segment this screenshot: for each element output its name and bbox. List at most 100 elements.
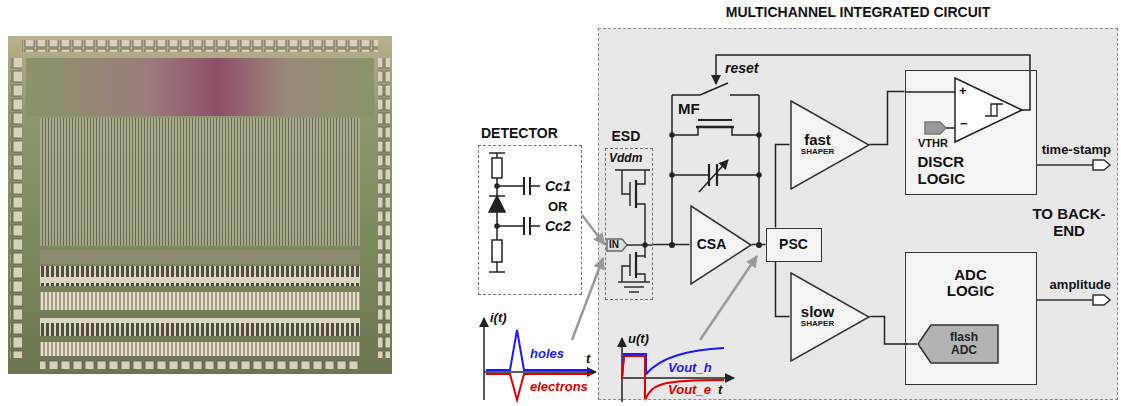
component-name: Cc1: [545, 178, 571, 194]
esd-circuit-part: [643, 243, 647, 247]
component-name: MF: [678, 101, 700, 116]
adc-logic-box: ADC LOGICflash ADC: [905, 252, 1037, 385]
csa-feedback-network-part: [717, 174, 759, 176]
text-holder: slowSHAPER: [790, 272, 870, 362]
tag-shape: [918, 325, 998, 363]
chip-photo-part: [40, 118, 360, 246]
fast-shaper: fastSHAPER: [790, 100, 870, 190]
detector-circuit-part: [492, 158, 502, 178]
triangle-shape: [691, 206, 751, 284]
axis-name: t: [718, 383, 722, 398]
esd-circuit-part: [607, 239, 627, 251]
detector-circuit-part: [523, 217, 525, 235]
current-plot-part: [486, 330, 592, 370]
chip-photo-part: [40, 250, 360, 264]
chip-photo-part: [40, 318, 360, 336]
chip-photo-part: [378, 58, 390, 358]
voltage-plot: [622, 256, 757, 402]
node-label: CSA: [697, 237, 727, 253]
node-label: flash ADC: [939, 331, 989, 358]
current-plot-part: [483, 318, 485, 400]
voltage-plot-part: [622, 377, 734, 379]
text-holder: CSA: [690, 205, 752, 285]
text-holder: flash ADC: [917, 324, 999, 364]
text-holder: fastSHAPER: [790, 100, 870, 190]
esd-box: ESD: [605, 148, 653, 300]
csa-feedback-network-part: [757, 133, 761, 137]
csa-feedback-network-part: [670, 133, 674, 137]
detector-circuit-part: [530, 225, 540, 227]
axis-name: i(t): [490, 311, 507, 326]
node-label: slow: [801, 304, 834, 321]
curve-name: holes: [530, 347, 564, 362]
threshold-name: VTHR: [918, 137, 948, 150]
csa-feedback-network-part: [671, 95, 673, 245]
esd-circuit-part: [636, 255, 645, 256]
component-name: Cc2: [545, 218, 571, 234]
csa-feedback-network: [670, 55, 1030, 247]
destination-name: TO BACK-END: [1027, 205, 1111, 240]
input-sign: −: [960, 117, 968, 132]
box-fill: [766, 228, 822, 262]
discriminator-internals-part: [955, 78, 1022, 142]
input-sign: +: [959, 84, 967, 99]
axis-name: t: [586, 352, 590, 367]
node-label: SHAPER: [801, 148, 834, 157]
detector-circuit-part: [492, 240, 502, 262]
connector-wire: [653, 244, 690, 246]
node-label: DISCR LOGIC: [918, 154, 980, 188]
heading-text: ESD: [612, 128, 641, 144]
connector-wire: [870, 317, 918, 345]
connector-wire: [776, 262, 790, 317]
signal-name: reset: [725, 60, 758, 76]
esd-circuit-part: [627, 244, 653, 245]
triangle-shape: [791, 101, 869, 189]
chip-photo-part: [26, 58, 374, 116]
discr-logic-box: DISCR LOGIC: [905, 70, 1037, 195]
psc-box: PSC: [766, 228, 822, 262]
detector-circuit-part: [489, 196, 505, 212]
output-pins-part: [1037, 299, 1093, 301]
output-pins-part: [1093, 295, 1110, 305]
csa-amplifier: CSA: [690, 205, 752, 285]
note-text: OR: [548, 200, 568, 215]
output-pins-part: [1037, 164, 1093, 166]
box-fill: [598, 28, 1118, 400]
connector-wire: [776, 145, 790, 228]
discriminator-internals: [905, 78, 1022, 142]
detector-circuit-part: [495, 224, 499, 228]
chip-photo-part: [40, 342, 360, 356]
supply-name: Vddm: [609, 152, 642, 166]
discriminator-internals-part: [946, 127, 955, 129]
node-label: PSC: [779, 237, 808, 253]
current-plot-part: [486, 374, 592, 400]
pin-name: IN: [609, 239, 619, 251]
chip-photo-part: [10, 58, 22, 358]
detector-circuit-part: [497, 225, 524, 227]
heading-text: DETECTOR: [481, 125, 558, 141]
text-holder: PSC: [767, 229, 821, 261]
voltage-plot-part: [622, 348, 724, 377]
current-plot: [484, 258, 603, 400]
text-holder: DISCR LOGIC: [906, 71, 1036, 194]
axis-name: u(t): [628, 332, 649, 347]
chip-photo: [8, 36, 392, 374]
csa-feedback-network-part: [696, 126, 734, 128]
detector-circuit-part: [497, 185, 524, 187]
box-fill: [905, 70, 1037, 195]
flash-adc: flash ADC: [917, 324, 999, 364]
esd-circuit-part: [636, 170, 645, 184]
discriminator-internals-part: [985, 104, 1003, 116]
esd-circuit-part: [636, 274, 645, 282]
csa-feedback-network-part: [672, 94, 700, 96]
csa-feedback-network-part: [757, 173, 761, 177]
connector-wire: [870, 92, 905, 145]
node-label: fast: [804, 132, 831, 149]
detector-circuit-part: [495, 184, 499, 188]
csa-feedback-network-part: [670, 173, 674, 177]
esd-circuit-part: [622, 266, 630, 282]
chip-photo-part: [22, 40, 378, 52]
esd-circuit-part: [618, 281, 650, 282]
detector-circuit-part: [489, 271, 505, 273]
chip-photo-part: [8, 36, 392, 374]
